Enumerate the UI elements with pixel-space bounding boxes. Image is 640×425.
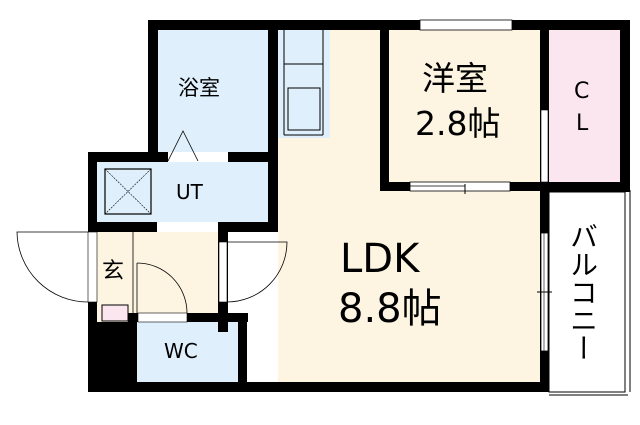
closet-label-c: C — [574, 79, 590, 104]
washer-space — [104, 168, 152, 215]
western-window-gap — [419, 19, 513, 31]
western-room-size: 2.8帖 — [415, 104, 501, 143]
toilet-fill — [137, 322, 238, 384]
ldk-label: LDK — [340, 236, 420, 282]
ldk-door-swing — [226, 241, 288, 303]
balcony-label: バルコニー — [566, 222, 599, 362]
utility-label: UT — [176, 180, 203, 204]
western-room-label: 洋室 — [422, 59, 488, 98]
kitchen-counter — [283, 30, 324, 136]
utility-door-gap — [157, 222, 218, 232]
ldk-upper-fill — [330, 30, 382, 190]
closet-fill — [549, 30, 621, 182]
ldk-size: 8.8帖 — [338, 286, 442, 332]
kitchen-strip-fill — [278, 30, 330, 140]
closet-label-l: L — [576, 111, 589, 136]
toilet-label: WC — [164, 339, 198, 363]
entrance-tile-fill — [101, 304, 129, 322]
ldk-door-gap — [218, 241, 228, 303]
bath-door-gap — [168, 152, 228, 162]
bathroom-fill — [157, 30, 269, 154]
entrance-label: 玄 — [102, 259, 125, 284]
wc-door-gap — [137, 312, 188, 323]
western-room-fill — [389, 30, 541, 182]
front-door-swing — [16, 231, 89, 303]
wc-door-swing — [136, 262, 188, 314]
closet-door-gap — [540, 109, 549, 183]
bathroom-label: 浴室 — [178, 76, 220, 100]
front-door-gap — [87, 231, 98, 303]
